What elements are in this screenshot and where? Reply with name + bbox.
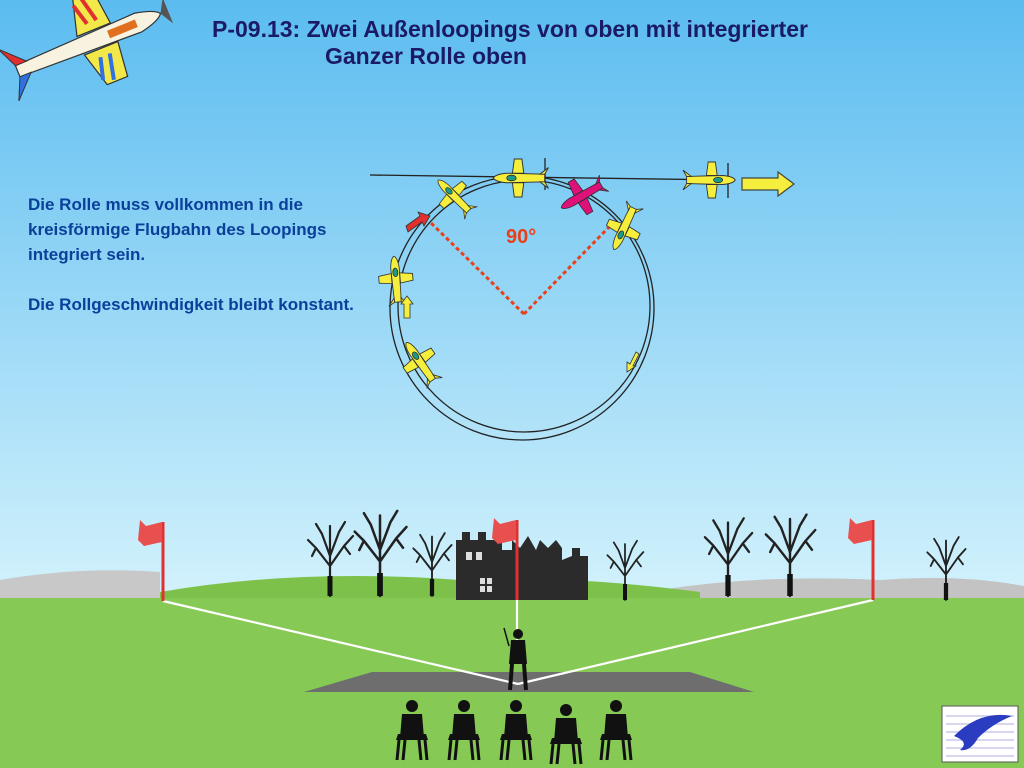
roll-sector-lines <box>428 220 614 316</box>
flag-left <box>138 520 165 601</box>
hill-left <box>0 570 160 600</box>
title-line-2: Ganzer Rolle oben <box>325 43 527 69</box>
pilot <box>503 627 528 691</box>
logo-aircraft-icon <box>0 0 174 102</box>
description-paragraph-1: Die Rolle muss vollkommen in die kreisfö… <box>28 195 327 264</box>
flag-right <box>848 518 875 600</box>
hill-right <box>660 578 1024 600</box>
description-paragraph-2: Die Rollgeschwindigkeit bleibt konstant. <box>28 295 354 314</box>
direction-arrows <box>400 211 640 373</box>
federation-logo-icon <box>941 705 1019 763</box>
flag-center <box>492 518 519 600</box>
sky <box>0 0 1024 600</box>
exit-arrow <box>741 170 795 198</box>
page-title: P-09.13: Zwei Außenloopings von oben mit… <box>212 16 972 70</box>
angle-label: 90° <box>506 226 537 248</box>
description-text: Die Rolle muss vollkommen in die kreisfö… <box>28 192 368 342</box>
castle-ruin <box>456 532 588 600</box>
title-line-1: P-09.13: Zwei Außenloopings von oben mit… <box>212 16 808 42</box>
